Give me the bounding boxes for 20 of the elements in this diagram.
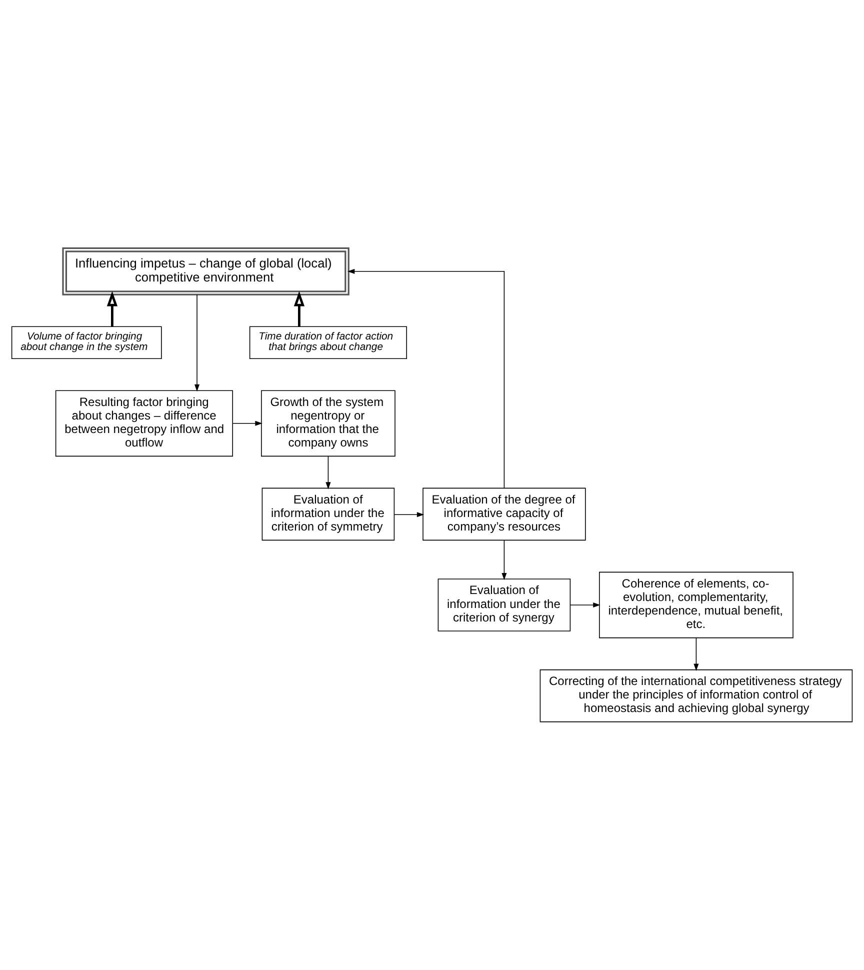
node-box: Coherence of elements, co-evolution, complementarity, interdependence, mutual benefit, etc. — [599, 572, 794, 638]
node-box: Growth of the system negentropy or information that the company owns — [261, 390, 396, 457]
arrow — [394, 512, 424, 518]
node-box: Evaluation of information under the criterion of symmetry — [262, 488, 395, 541]
node-box: Evaluation of information under the criterion of synergy — [438, 578, 571, 632]
node-box: Resulting factor bringing about changes – difference between negetropy inflow and outflow — [55, 390, 233, 457]
node-box: Volume of factor bringing about change in the system — [11, 326, 162, 359]
arrow — [106, 291, 118, 326]
arrow — [570, 602, 600, 608]
arrow — [347, 268, 505, 488]
arrow — [194, 294, 200, 392]
node-box: Time duration of factor action that brings about change — [249, 326, 407, 359]
arrow — [502, 540, 507, 580]
arrow — [232, 420, 262, 426]
arrow — [326, 456, 331, 490]
node-box: Evaluation of the degree of informative capacity of company’s resources — [422, 488, 586, 541]
arrow — [694, 638, 699, 671]
node-box: Correcting of the international competitiveness strategy under the principles of information control of homeostasis and achieving global synergy — [540, 669, 853, 722]
arrow — [294, 291, 305, 326]
node-box: Influencing impetus – change of global (local) competitive environment — [62, 247, 350, 296]
